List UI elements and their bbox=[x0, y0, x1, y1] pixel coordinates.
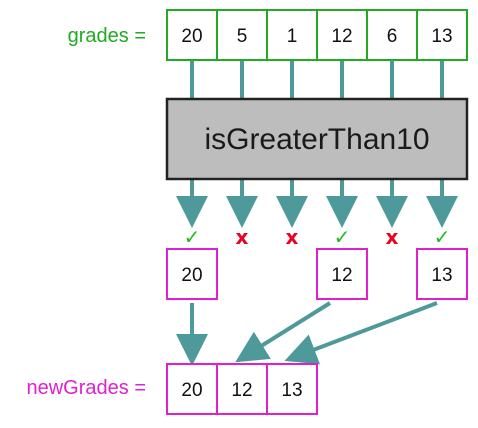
grades-label: grades = bbox=[68, 25, 146, 47]
grades-value: 13 bbox=[431, 26, 452, 47]
cross-mark: x bbox=[236, 225, 249, 249]
new-grades-value: 12 bbox=[231, 380, 252, 401]
function-name: isGreaterThan10 bbox=[204, 123, 429, 156]
output-arrow bbox=[284, 301, 438, 365]
check-mark: ✓ bbox=[184, 225, 201, 249]
grades-cell bbox=[316, 9, 368, 61]
filtered-cell bbox=[416, 248, 468, 300]
grades-cell bbox=[416, 9, 468, 61]
cross-mark: x bbox=[386, 225, 399, 249]
filtered-cell bbox=[316, 248, 368, 300]
filtered-cell bbox=[166, 248, 218, 300]
check-mark: ✓ bbox=[434, 225, 451, 249]
new-grades-cell bbox=[166, 363, 218, 415]
filter-results: ✓ x x ✓ x ✓ bbox=[184, 225, 451, 249]
grades-array: 20 5 1 12 6 13 bbox=[166, 9, 468, 61]
grades-value: 20 bbox=[181, 26, 202, 47]
grades-cell bbox=[266, 9, 318, 61]
function-box bbox=[165, 97, 469, 181]
filtered-value: 12 bbox=[331, 265, 352, 286]
grades-value: 1 bbox=[287, 26, 298, 47]
grades-cell bbox=[366, 9, 418, 61]
filtered-value: 13 bbox=[431, 265, 452, 286]
cross-mark: x bbox=[286, 225, 299, 249]
check-mark: ✓ bbox=[334, 225, 351, 249]
new-grades-label: newGrades = bbox=[26, 377, 146, 399]
grades-value: 5 bbox=[237, 26, 248, 47]
filtered-values: 20 12 13 bbox=[166, 248, 468, 300]
grades-value: 6 bbox=[387, 26, 398, 47]
grades-cell bbox=[166, 9, 218, 61]
output-arrow bbox=[235, 301, 332, 363]
new-grades-cell bbox=[266, 363, 318, 415]
new-grades-value: 20 bbox=[181, 380, 202, 401]
new-grades-array: 20 12 13 bbox=[166, 363, 318, 415]
new-grades-value: 13 bbox=[281, 380, 302, 401]
grades-cell bbox=[216, 9, 268, 61]
grades-value: 12 bbox=[331, 26, 352, 47]
filtered-value: 20 bbox=[181, 265, 202, 286]
